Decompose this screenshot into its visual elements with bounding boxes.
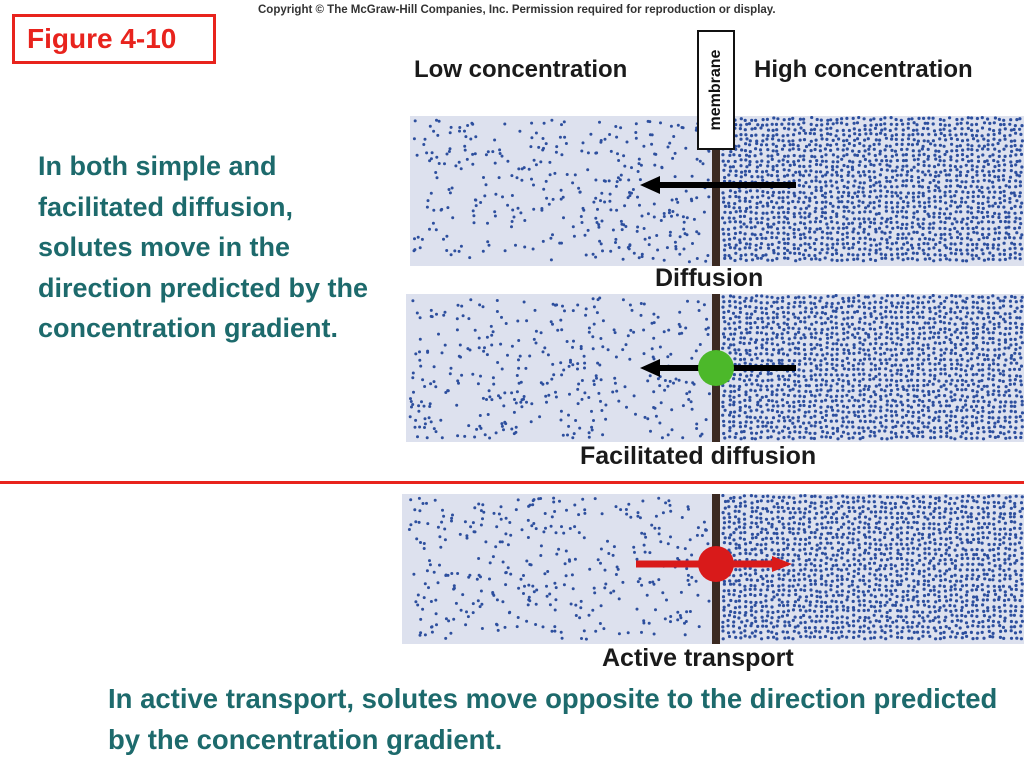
facilitated-diffusion-caption: Facilitated diffusion <box>580 442 817 470</box>
facilitated-diffusion-panel <box>406 294 1024 442</box>
facilitated-diffusion-diagram <box>406 294 1024 442</box>
diffusion-explanation: In both simple and facilitated diffusion… <box>38 151 369 343</box>
section-divider <box>0 481 1024 484</box>
membrane-label: membrane <box>707 49 724 131</box>
active-transport-panel <box>402 494 1024 644</box>
carrier-protein <box>698 546 734 582</box>
low-concentration-solutes <box>408 296 711 440</box>
low-concentration-solutes <box>412 118 711 264</box>
transport-arrow-head <box>640 176 660 194</box>
active-transport-caption: Active transport <box>602 644 794 672</box>
figure-label: Figure 4-10 <box>12 14 216 64</box>
diffusion-caption: Diffusion <box>655 264 764 292</box>
high-concentration-header: High concentration <box>754 56 973 83</box>
active-transport-diagram <box>402 494 1024 644</box>
high-concentration-solutes <box>721 494 1024 641</box>
carrier-protein <box>698 350 734 386</box>
copyright-notice: Copyright © The McGraw-Hill Companies, I… <box>258 4 776 16</box>
active-transport-explanation: In active transport, solutes move opposi… <box>108 683 998 755</box>
membrane-label-box: membrane <box>697 30 735 150</box>
transport-arrow-head <box>772 556 792 572</box>
high-concentration-solutes <box>721 294 1024 441</box>
cell-membrane <box>712 116 720 266</box>
low-concentration-solutes <box>407 496 711 641</box>
transport-arrow-head <box>640 359 660 377</box>
low-concentration-header: Low concentration <box>414 56 628 83</box>
